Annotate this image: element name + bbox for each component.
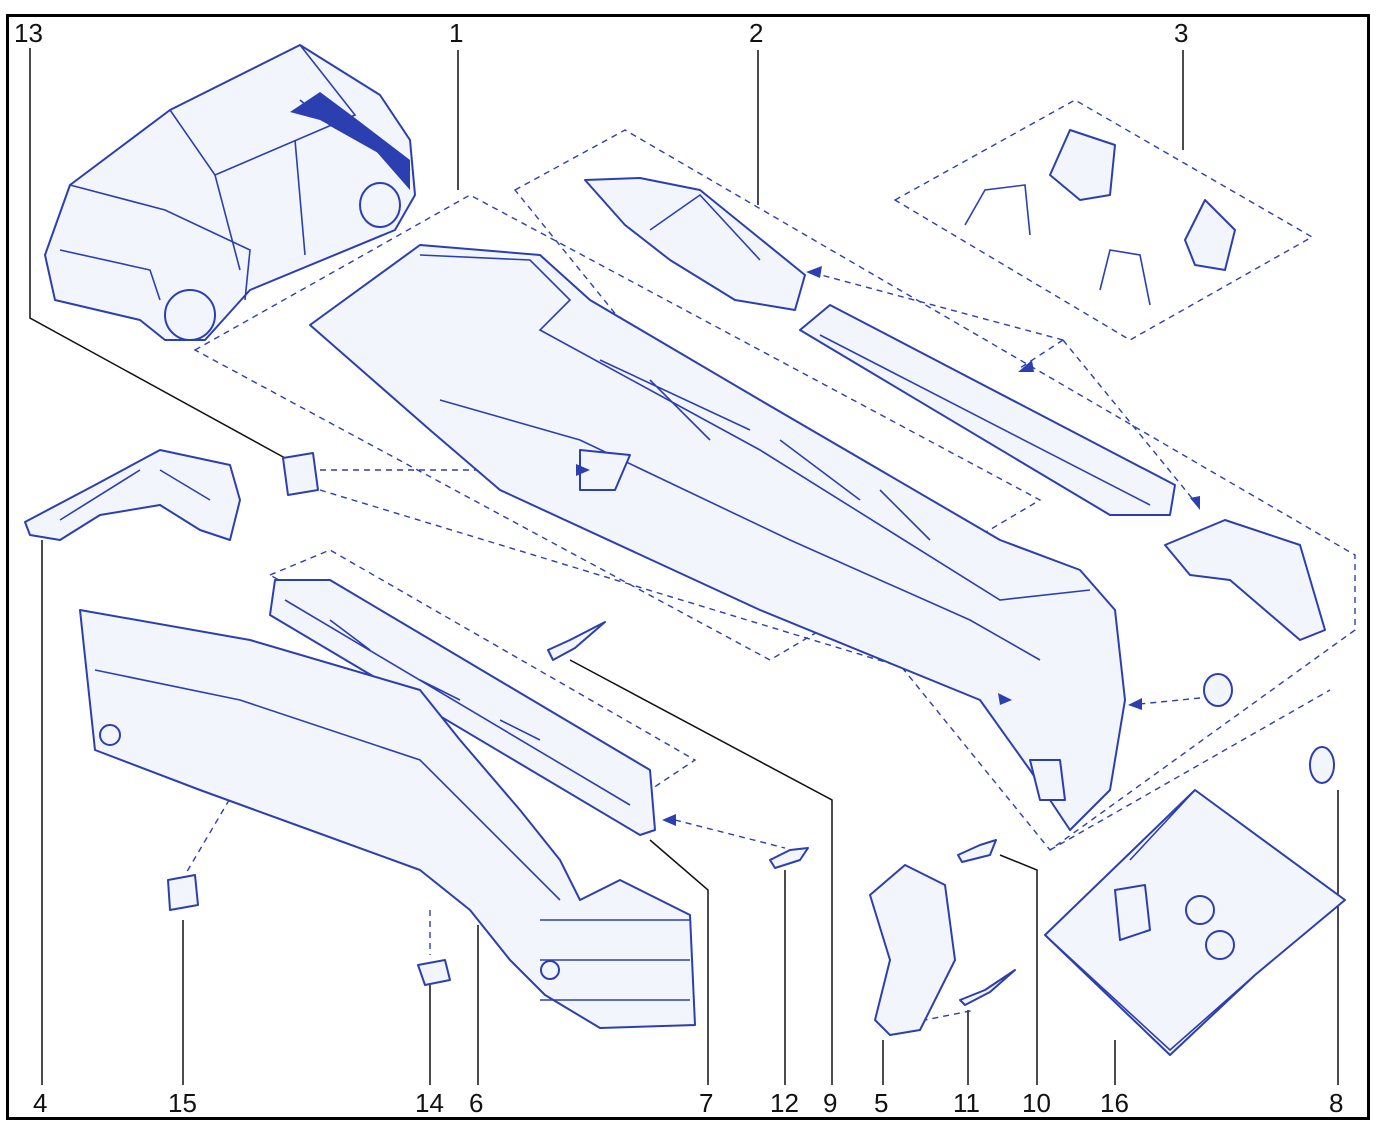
small-clips — [167, 452, 319, 911]
tow-hook-caps — [1203, 673, 1335, 784]
right-bracket — [869, 864, 956, 1036]
bumper-cover — [309, 244, 1126, 831]
callout-9: 9 — [823, 1088, 837, 1118]
cage-nut — [417, 959, 451, 986]
assembly-arrows — [576, 266, 1200, 826]
callout-7: 7 — [699, 1088, 713, 1118]
callout-13: 13 — [14, 18, 43, 48]
fitting-kit-box — [1044, 789, 1346, 1056]
callout-5: 5 — [874, 1088, 888, 1118]
vehicle-illustration — [44, 44, 416, 341]
diagram-frame — [6, 14, 1370, 1120]
bumper-beam — [79, 609, 696, 1029]
assembly-dashed-boxes — [184, 99, 1356, 1026]
callout-3: 3 — [1174, 18, 1188, 48]
callout-labels: 13 1 2 3 4 15 14 6 7 12 9 5 11 10 16 8 — [14, 18, 1343, 1118]
callout-12: 12 — [770, 1088, 799, 1118]
callout-1: 1 — [449, 18, 463, 48]
callout-14: 14 — [415, 1088, 444, 1118]
callout-8: 8 — [1329, 1088, 1343, 1118]
callout-10: 10 — [1022, 1088, 1051, 1118]
left-bracket — [24, 449, 241, 541]
energy-absorber — [269, 579, 656, 836]
callout-11: 11 — [953, 1088, 980, 1118]
bumper-trim-panels — [584, 177, 1326, 641]
callout-15: 15 — [168, 1088, 197, 1118]
callout-4: 4 — [33, 1088, 47, 1118]
fasteners — [547, 621, 1016, 1006]
bracket-kit — [964, 129, 1236, 306]
callout-2: 2 — [749, 18, 763, 48]
leader-lines — [29, 48, 1339, 1085]
callout-6: 6 — [469, 1088, 483, 1118]
callout-16: 16 — [1100, 1088, 1129, 1118]
